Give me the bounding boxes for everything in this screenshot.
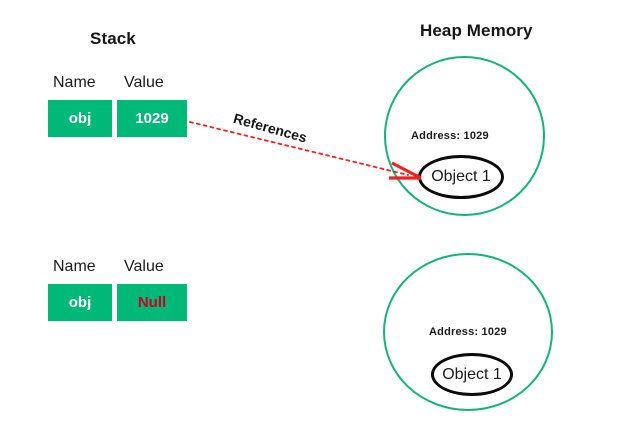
heap-address-label-2: Address: 1029 — [429, 326, 507, 338]
variable-name-cell: obj — [48, 284, 112, 321]
variable-value-cell-null: Null — [117, 284, 187, 321]
table-row: obj Null — [48, 284, 188, 321]
column-header-value: Value — [124, 74, 164, 91]
table-header-row-1: Name Value — [48, 74, 188, 100]
column-header-value: Value — [124, 258, 164, 275]
stack-frame-table-1: Name Value obj 1029 — [48, 74, 188, 137]
stack-section-title: Stack — [90, 29, 136, 48]
heap-section-title: Heap Memory — [420, 21, 533, 40]
stack-frame-table-2: Name Value obj Null — [48, 258, 188, 321]
heap-address-label-1: Address: 1029 — [411, 130, 489, 142]
column-header-name: Name — [53, 74, 96, 91]
heap-region-circle-2 — [383, 253, 553, 411]
heap-object-ellipse-1: Object 1 — [418, 155, 504, 199]
reference-arrow-label: References — [231, 110, 309, 146]
table-row: obj 1029 — [48, 100, 188, 137]
column-header-name: Name — [53, 258, 96, 275]
variable-name-cell: obj — [48, 100, 112, 137]
heap-object-ellipse-2: Object 1 — [431, 353, 513, 396]
variable-value-cell: 1029 — [117, 100, 187, 137]
table-header-row-2: Name Value — [48, 258, 188, 284]
